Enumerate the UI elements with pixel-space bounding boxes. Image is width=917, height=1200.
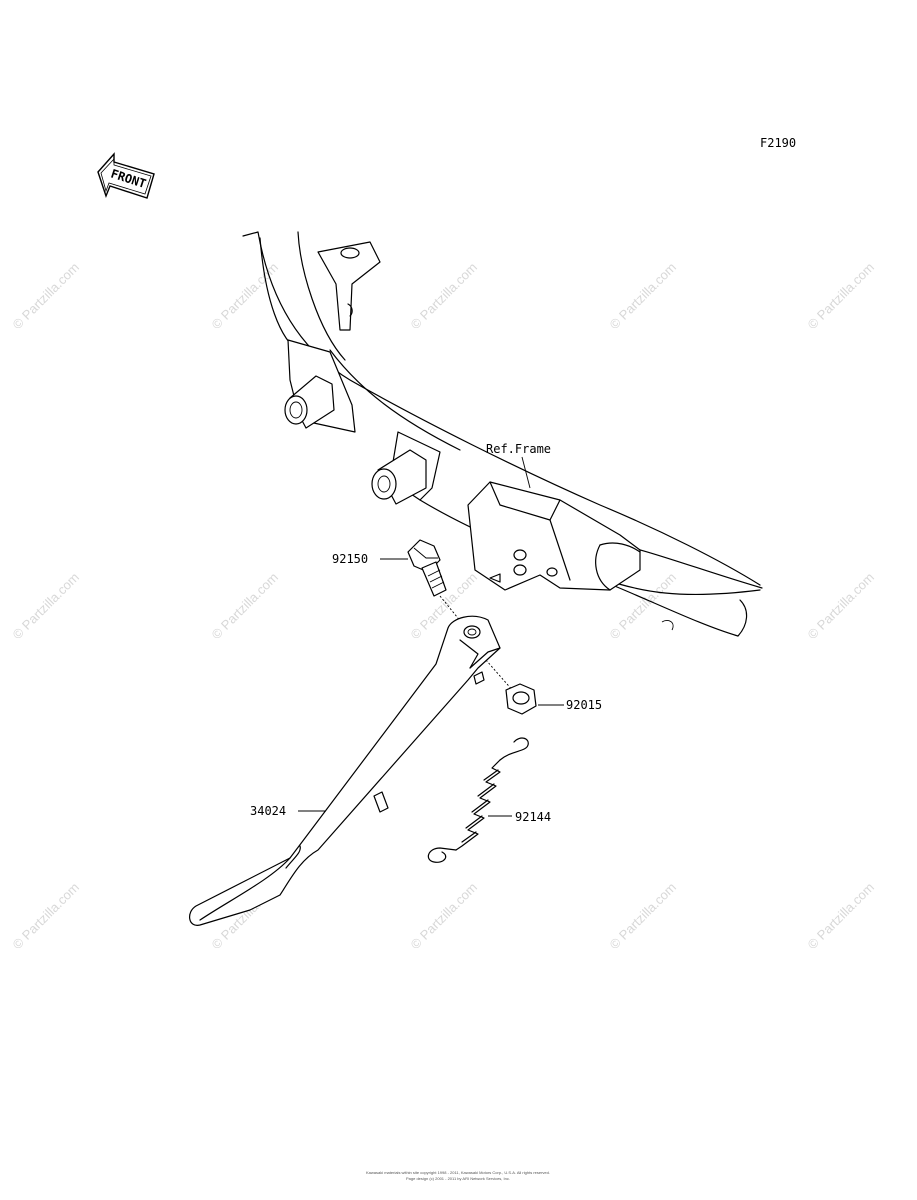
- watermark-text: © Partzilla.com: [10, 570, 83, 643]
- callout-92015: 92015: [566, 698, 602, 712]
- bolt-92150: [407, 539, 467, 629]
- watermark-text: © Partzilla.com: [408, 880, 481, 953]
- callout-92150: 92150: [332, 552, 368, 566]
- watermark-text: © Partzilla.com: [805, 880, 878, 953]
- nut-92015: [485, 659, 537, 715]
- callout-34024: 34024: [250, 804, 286, 818]
- watermark-text: © Partzilla.com: [408, 260, 481, 333]
- watermark-text: © Partzilla.com: [607, 260, 680, 333]
- watermark-text: © Partzilla.com: [209, 570, 282, 643]
- side-stand-34024: [189, 615, 501, 926]
- ref-frame-label: Ref.Frame: [486, 442, 551, 456]
- watermark-text: © Partzilla.com: [805, 260, 878, 333]
- watermark-text: © Partzilla.com: [10, 880, 83, 953]
- watermark-text: © Partzilla.com: [607, 880, 680, 953]
- footer-page-design: Page design (c) 2001 - 2011 by ARI Netwo…: [406, 1176, 510, 1181]
- watermark-text: © Partzilla.com: [805, 570, 878, 643]
- footer-copyright: Kawasaki materials within site copyright…: [366, 1170, 550, 1175]
- figure-code: F2190: [760, 136, 796, 150]
- spring-92144: [427, 737, 529, 863]
- front-arrow-icon: FRONT: [97, 152, 155, 199]
- frame-reference: [242, 231, 763, 637]
- watermark-text: © Partzilla.com: [209, 260, 282, 333]
- watermark-text: © Partzilla.com: [10, 260, 83, 333]
- callout-92144: 92144: [515, 810, 551, 824]
- ref-frame-leader: [521, 456, 531, 489]
